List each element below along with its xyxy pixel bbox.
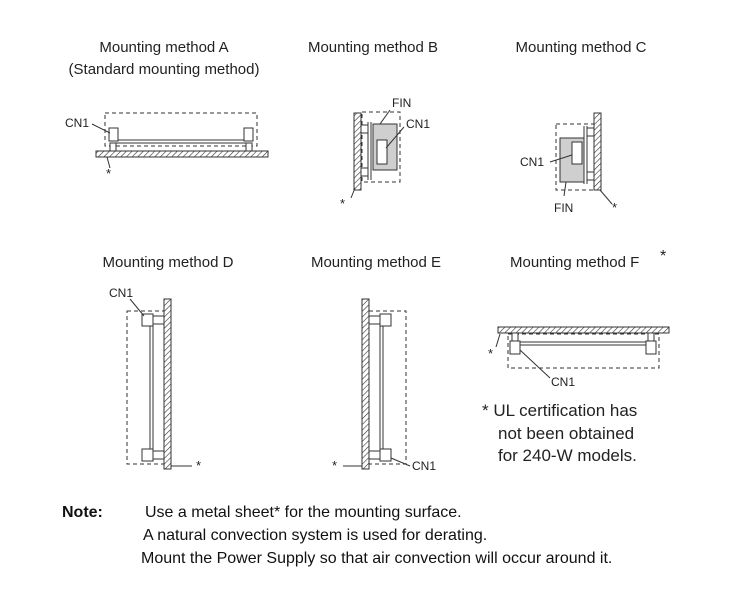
diagram-method-e xyxy=(343,298,411,470)
method-a-subtitle: (Standard mounting method) xyxy=(68,61,260,78)
method-b-cn1-label: CN1 xyxy=(406,117,431,131)
ul-note-line3: for 240-W models. xyxy=(498,446,637,465)
note-line1: Use a metal sheet* for the mounting surf… xyxy=(145,504,462,521)
method-f-mark: * xyxy=(660,248,667,265)
method-e-title: Mounting method E xyxy=(310,254,442,271)
cn1-leader xyxy=(390,457,411,467)
connector-block xyxy=(376,139,388,165)
method-b-asterisk: * xyxy=(340,196,346,211)
connector-block xyxy=(645,340,657,355)
mounting-plate xyxy=(95,150,269,158)
airflow-boundary xyxy=(507,333,660,369)
connector-block xyxy=(108,127,119,142)
cn1-leader xyxy=(549,154,573,163)
mounting-plate xyxy=(361,298,370,470)
method-a-asterisk: * xyxy=(106,166,112,181)
airflow-boundary xyxy=(361,111,401,183)
airflow-boundary xyxy=(126,310,165,465)
connector-block xyxy=(509,340,521,355)
cn1-leader xyxy=(519,349,551,379)
fin-leader xyxy=(563,181,567,197)
asterisk-leader xyxy=(495,333,501,348)
method-c-asterisk: * xyxy=(612,200,618,215)
airflow-boundary xyxy=(368,310,407,465)
method-a-cn1-label: CN1 xyxy=(65,116,90,130)
method-a-title: Mounting method A xyxy=(99,39,229,56)
connector-block xyxy=(243,127,254,142)
method-c-title: Mounting method C xyxy=(515,39,647,56)
method-f-asterisk: * xyxy=(488,346,494,361)
asterisk-leader xyxy=(350,187,356,199)
diagram-method-b xyxy=(350,109,405,199)
method-d-title: Mounting method D xyxy=(102,254,234,271)
method-c-fin-label: FIN xyxy=(554,201,574,215)
mounting-plate xyxy=(497,326,670,334)
method-e-asterisk: * xyxy=(332,458,338,473)
diagram-method-a xyxy=(91,112,269,169)
method-d-cn1-label: CN1 xyxy=(109,286,134,300)
diagram-method-c xyxy=(549,112,613,205)
mounting-plate xyxy=(163,298,172,470)
diagram-method-f xyxy=(495,326,670,379)
note-line3: Mount the Power Supply so that air conve… xyxy=(141,550,613,567)
method-b-title: Mounting method B xyxy=(307,39,439,56)
ul-note-line2: not been obtained xyxy=(498,424,635,443)
mounting-plate xyxy=(593,112,602,191)
mounting-plate xyxy=(353,112,362,191)
connector-block xyxy=(379,313,392,327)
cn1-leader xyxy=(91,123,111,134)
note-line2: A natural convection system is used for … xyxy=(143,527,488,544)
method-b-fin-label: FIN xyxy=(392,96,412,110)
method-c-cn1-label: CN1 xyxy=(520,155,545,169)
asterisk-leader xyxy=(106,156,111,169)
connector-block xyxy=(571,141,583,165)
method-e-cn1-label: CN1 xyxy=(412,459,437,473)
cn1-leader xyxy=(385,126,405,149)
method-f-cn1-label: CN1 xyxy=(551,375,576,389)
airflow-boundary xyxy=(104,112,258,147)
diagram-method-d xyxy=(126,298,192,470)
method-d-asterisk: * xyxy=(196,458,202,473)
note-label: Note: xyxy=(62,504,103,521)
airflow-boundary xyxy=(555,123,595,191)
cn1-leader xyxy=(129,298,145,317)
asterisk-leader xyxy=(599,189,613,205)
method-f-title: Mounting method F xyxy=(510,254,640,271)
connector-block xyxy=(379,448,392,462)
fin-leader xyxy=(379,109,391,125)
ul-note-line1: * UL certification has xyxy=(482,401,638,420)
connector-block xyxy=(141,448,154,462)
